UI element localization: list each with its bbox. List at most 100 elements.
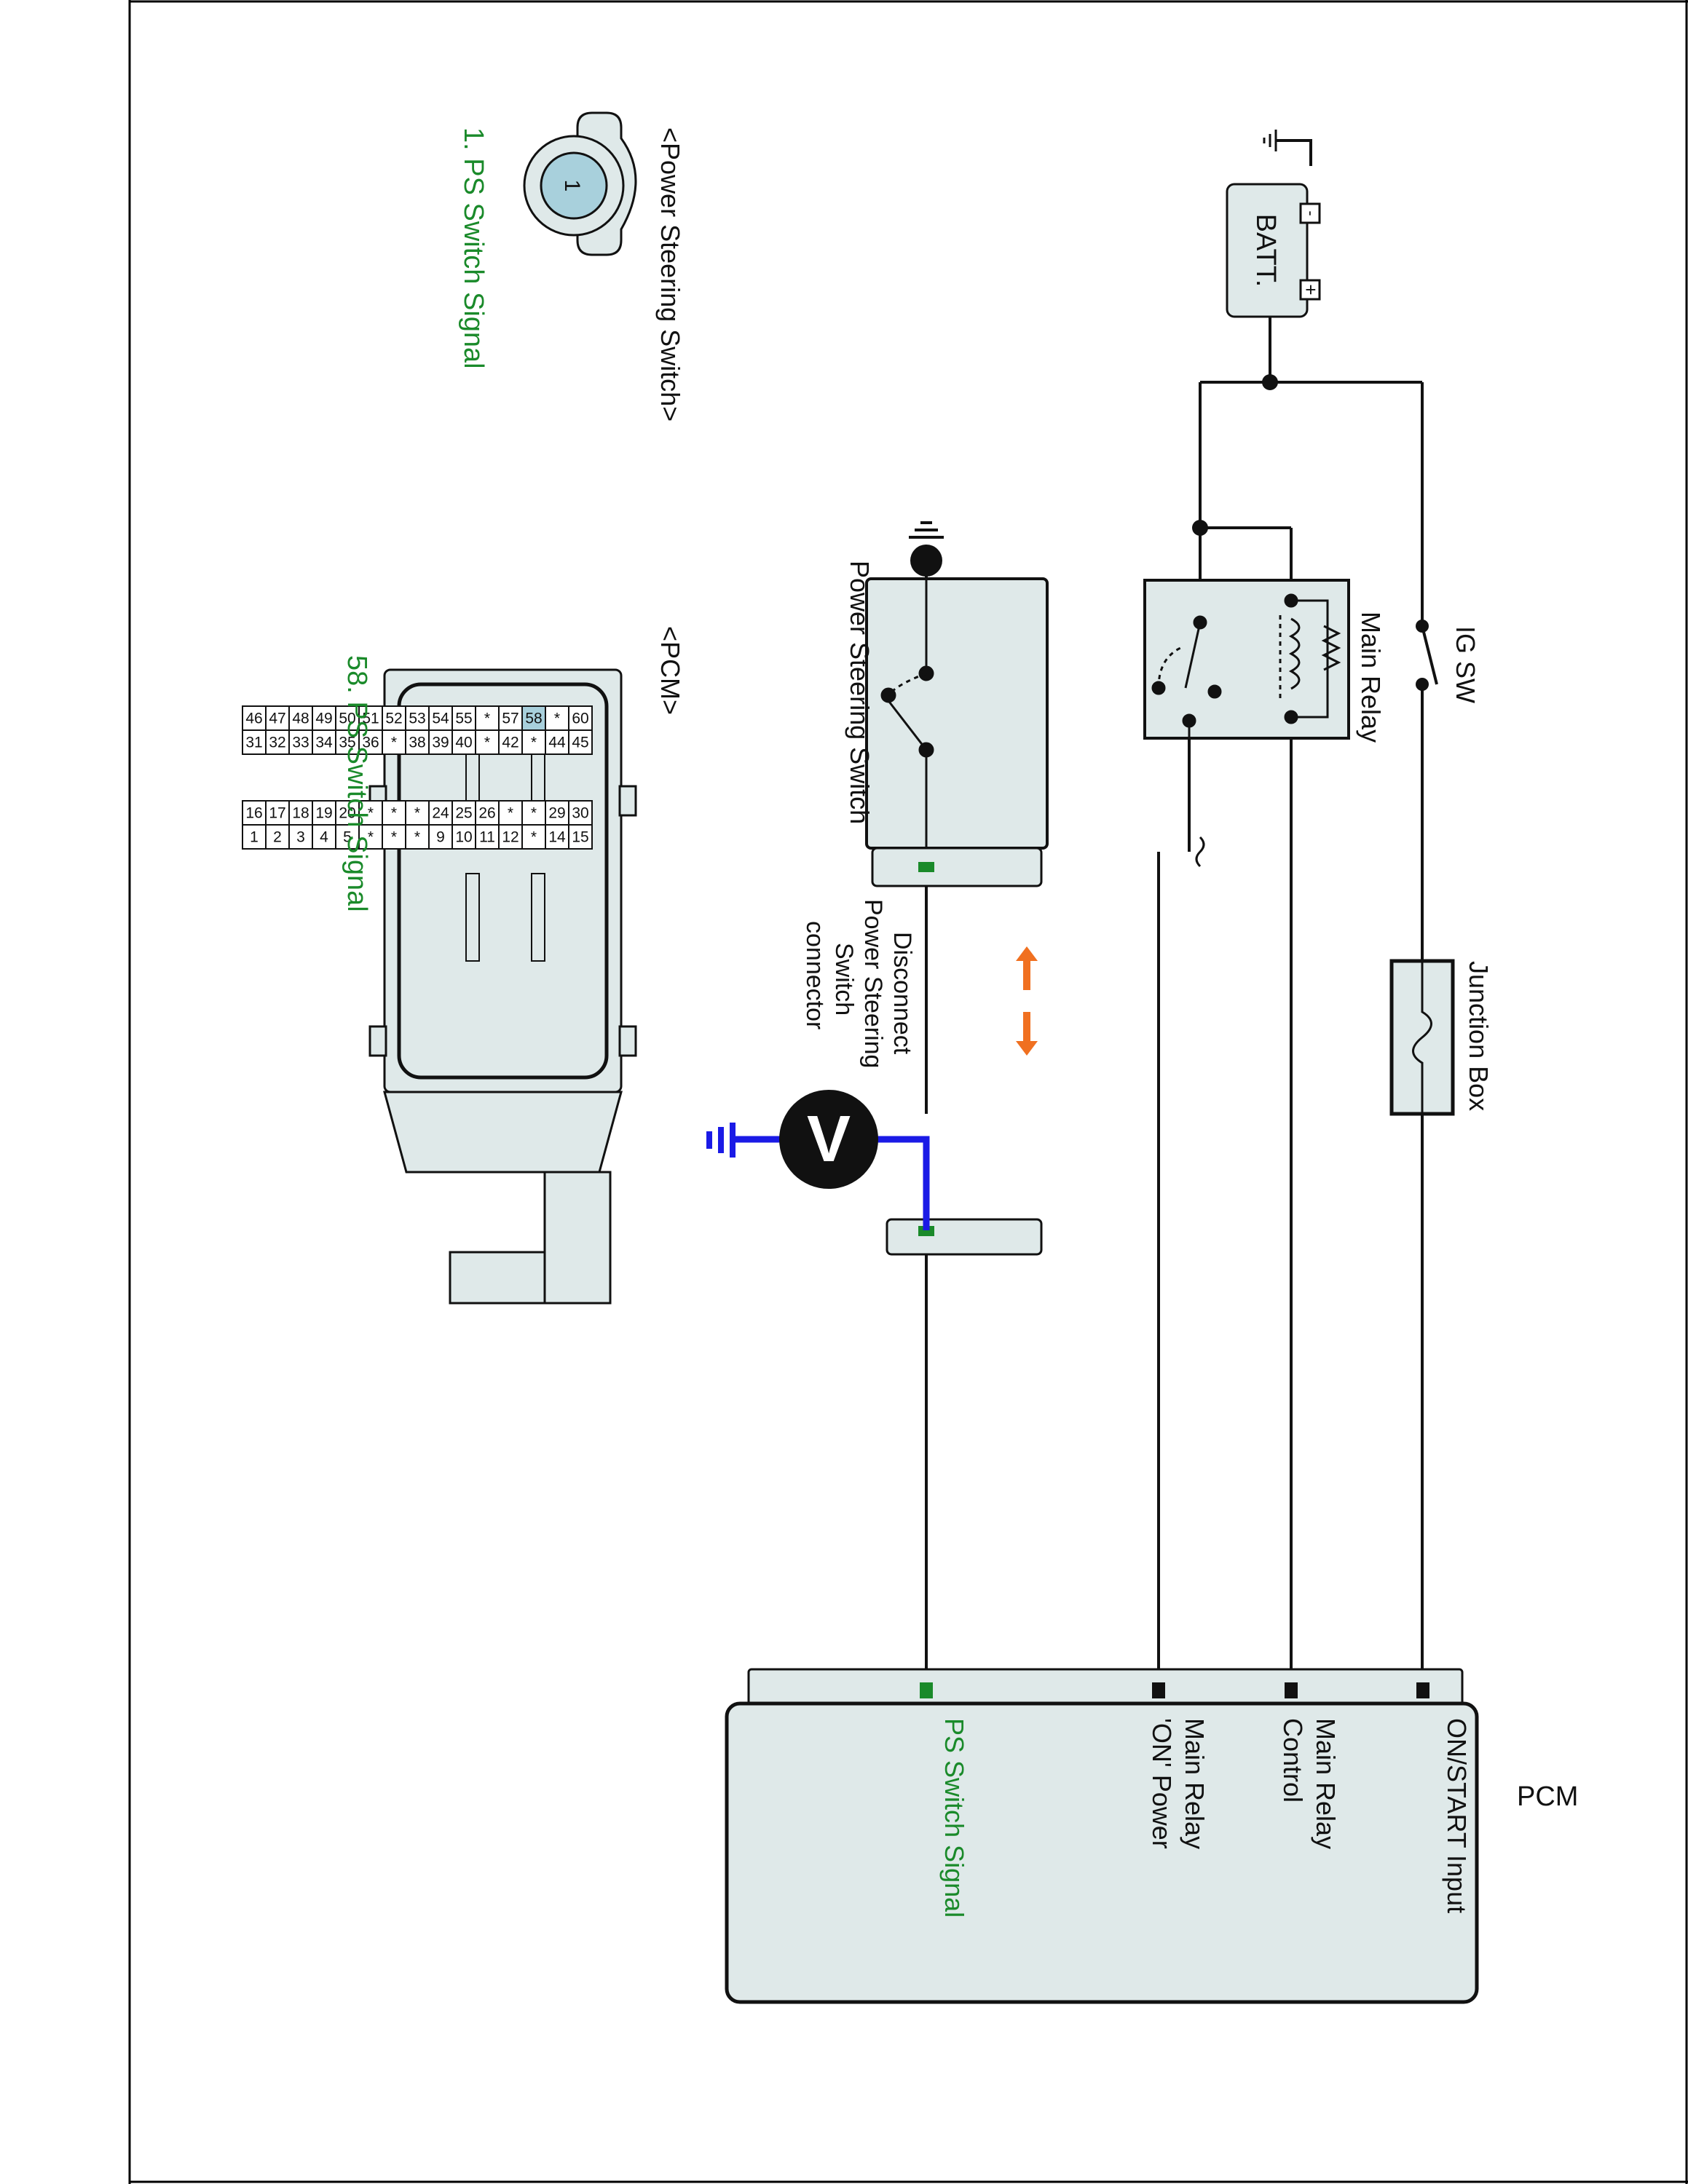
pcm-pin-label: 57 [502,711,518,727]
pcm-header: <PCM> [655,626,685,715]
pcm-pin-label: 60 [572,711,588,727]
disconnect-note: Disconnect Power Steering Switch connect… [801,899,1038,1068]
battery: - + BATT. [1226,130,1322,318]
ground-icon [909,521,944,579]
pcm-pin-label: 54 [432,711,449,727]
ps-switch-pin-marker [918,862,934,872]
pcm-pin-label: 50 [339,711,355,727]
pcm-pin-label: 32 [269,735,285,751]
battery-label: BATT. [1250,214,1281,288]
pcm-pin-label: 24 [432,805,449,822]
disconnect-line-2: Power Steering [859,899,887,1068]
relay-coil-icon [1279,593,1341,724]
pcm-pin-label: 25 [455,805,472,822]
pcm-pin-label: 33 [292,735,309,751]
voltmeter-label: V [807,1103,851,1176]
pin-label-main-relay-control-1: Main Relay [1311,1718,1341,1849]
ps-switch-connector-face: <Power Steering Switch> 1 1. PS Switch S… [458,111,685,422]
pcm-pin-label: 31 [245,735,262,751]
pcm-pin-label: 58 [525,711,542,727]
pcm-pin-label: * [531,829,537,846]
pcm-pin-label: 52 [385,711,402,727]
pcm-pin-label: 3 [296,829,305,846]
pcm-pin-label: 35 [339,735,355,751]
pcm-pin-label: 5 [343,829,352,846]
pcm-pin-label: 4 [320,829,328,846]
junction-box: Junction Box [1389,959,1494,1116]
pcm-pin-label: 30 [572,805,588,822]
pin-label-main-relay-control-2: Control [1278,1718,1308,1803]
pcm-pin-label: * [391,735,397,751]
pcm-pin-label: 18 [292,805,309,822]
test-connector [886,1218,1043,1256]
pcm-pin-label: * [484,735,490,751]
pcm-pin-label: 42 [502,735,518,751]
pcm-pin-label: 29 [548,805,565,822]
ps-switch-label: Power Steering Switch [845,561,875,824]
pcm-pin-label: * [391,829,397,846]
voltmeter-icon [779,1090,878,1189]
pcm-block: PCM [725,1668,1578,2004]
pcm-pin-label: 45 [572,735,588,751]
main-relay-label: Main Relay [1356,612,1386,743]
pcm-pin-label: 34 [315,735,333,751]
ig-switch[interactable]: IG SW [1416,620,1480,703]
ground-icon [1263,130,1277,151]
pcm-pin-label: 51 [362,711,379,727]
battery-minus-label: - [1302,210,1320,215]
pcm-pin-label: * [368,829,374,846]
pcm-pin-label: 14 [548,829,566,846]
wires [925,139,1424,1688]
voltmeter[interactable]: V [706,1090,930,1230]
disconnect-line-3: Switch [830,943,858,1016]
pcm-pin-label: 17 [269,805,285,822]
pcm-pin-label: 40 [455,735,472,751]
pcm-pin-label: 44 [548,735,566,751]
pcm-pin-label: 36 [362,735,379,751]
pcm-pin-grid: 60*5857*555453525150494847464544*42*4039… [242,705,593,850]
battery-plus-label: + [1300,284,1322,295]
pcm-pin-label: 39 [432,735,449,751]
pcm-pin-labels: ON/START Input Main Relay Control Main R… [939,1718,1472,1918]
pcm-pin-label: 47 [269,711,285,727]
pcm-pin-label: * [414,829,420,846]
pin-label-main-relay-on-power-2: 'ON' Power [1147,1718,1177,1849]
pcm-pin-cell [242,729,267,755]
pcm-pin-label: 38 [409,735,425,751]
pcm-pin-label: 26 [478,805,495,822]
double-arrow-icon [1016,946,1038,1056]
switch-icon [880,579,934,848]
pcm-pin-label: 2 [273,829,282,846]
pcm-connector-face: <PCM> 60*5857*555453525150494847464544*4… [242,626,685,1305]
pcm-pin-label: * [391,805,397,822]
pcm-pin-label: 46 [245,711,262,727]
relay-contact-icon [1151,615,1222,728]
pcm-pin-label: 9 [436,829,445,846]
ps-switch-pin-number: 1 [560,180,584,192]
pcm-pin-label: 16 [245,805,262,822]
ps-switch-caption: 1. PS Switch Signal [458,127,489,369]
pcm-pin-cell [242,824,267,850]
disconnect-line-4: connector [801,921,829,1029]
pcm-pin-label: 11 [479,829,495,846]
pcm-pin-label: * [554,711,560,727]
pcm-caption: 58. PS Switch Signal [342,655,372,912]
ig-switch-label: IG SW [1451,626,1480,703]
pcm-pin-label: 12 [502,829,518,846]
pcm-pin-label: * [484,711,490,727]
pin-label-ps-switch-signal: PS Switch Signal [939,1718,969,1918]
pcm-pin-label: * [414,805,420,822]
pcm-pin-label: 20 [339,805,355,822]
pcm-pin-label: 15 [572,829,588,846]
junction-box-label: Junction Box [1464,961,1494,1111]
pcm-pin-label: 10 [455,829,472,846]
pcm-pin-label: 53 [409,711,425,727]
main-relay: Main Relay [1143,579,1386,868]
pcm-pin-label: 49 [315,711,332,727]
pcm-pin-label: 19 [315,805,332,822]
power-steering-switch: Power Steering Switch [845,521,1049,887]
pcm-label: PCM [1517,1781,1578,1812]
